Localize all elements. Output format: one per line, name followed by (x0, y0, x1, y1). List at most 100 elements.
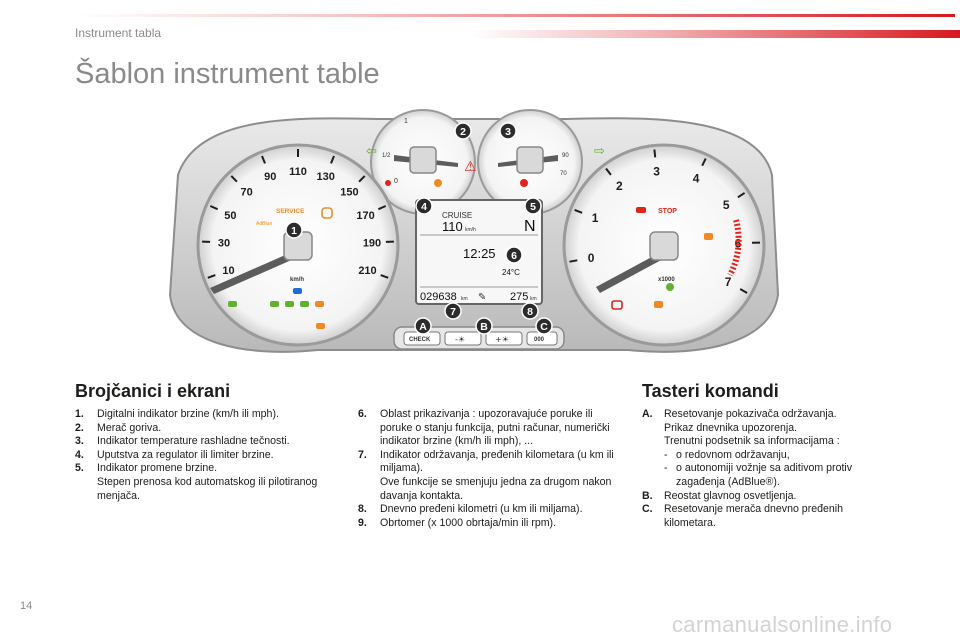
list-item: 7.Indikator održavanja, pređenih kilomet… (358, 448, 614, 502)
tacho-tick-label-tick (653, 149, 657, 158)
speed-tick-label-tick (209, 205, 219, 211)
speed-tick-label-tick (330, 155, 335, 164)
tacho-tick-label-tick (569, 259, 578, 263)
callout-label-7: 7 (450, 306, 456, 318)
speed-tick-label-90: 90 (264, 171, 276, 183)
display-odometer-unit: km (461, 296, 468, 302)
tacho-tick-label-tick (701, 158, 707, 167)
wrench-icon: ✎ (478, 292, 486, 303)
orange-indicator-1 (315, 301, 324, 307)
tacho-tick-label-4: 4 (693, 172, 700, 186)
display-trip-unit: km (530, 296, 537, 302)
callout-circle-8 (521, 302, 539, 320)
display-time: 12:25 (463, 246, 496, 261)
callout-label-4: 4 (421, 201, 427, 213)
display-cruise-label: CRUISE (442, 211, 472, 220)
callout-circle-5 (524, 197, 542, 215)
temp-label-90: 90 (562, 153, 569, 159)
display-temperature: 24°C (502, 268, 520, 277)
list-item: 6.Oblast prikazivanja : upozoravajuće po… (358, 408, 610, 448)
fuel-label-empty: 0 (394, 178, 398, 185)
tacho-tick-label-1: 1 (592, 211, 599, 225)
speed-tick-label-70: 70 (240, 187, 252, 199)
page-title: Šablon instrument table (75, 58, 380, 90)
adblue-label: AdBlue (256, 221, 272, 227)
gauges-list: 1.Digitalni indikator brzine (km/h ili m… (75, 408, 337, 503)
oil-warning-icon (636, 207, 646, 213)
speed-tick-label-170: 170 (356, 210, 374, 222)
page-number: 14 (20, 600, 33, 612)
tyre-pressure-icon (321, 207, 333, 219)
tacho-tick-label-tick (739, 288, 748, 294)
tacho-tick-label-3: 3 (653, 165, 660, 179)
display-speed-unit: km/h (465, 227, 476, 233)
speed-tick-label-110: 110 (289, 166, 307, 178)
green-tacho-icon (666, 283, 674, 291)
callout-circle-A (414, 317, 432, 335)
speed-tick-label-tick (261, 155, 266, 164)
dimmer-plus-label: +☀ (495, 335, 509, 344)
speed-tick-label-210: 210 (358, 265, 376, 277)
list-item: C.Resetovanje merača dnevno pređenih kil… (642, 503, 844, 529)
tacho-tick-label-2: 2 (616, 179, 623, 193)
callout-circle-3 (499, 122, 517, 140)
speed-tick-label-30: 30 (218, 237, 230, 249)
speed-tick-label-10: 10 (222, 265, 234, 277)
speed-tick-label-tick (380, 274, 389, 279)
list-item: 8.Dnevno pređeni kilometri (u km ili mil… (358, 503, 583, 516)
tachometer-unit: x1000 (658, 277, 675, 283)
callout-label-2: 2 (460, 126, 466, 138)
display-trip: 275 (510, 291, 528, 303)
section-label: Instrument tabla (75, 26, 162, 40)
service-label: SERVICE (276, 208, 305, 215)
tachometer-red-zone (727, 219, 742, 277)
tacho-tick-label-5: 5 (723, 198, 730, 212)
callout-label-5: 5 (530, 201, 536, 213)
blue-indicator (293, 288, 302, 294)
dimmer-plus-button (485, 331, 523, 346)
speed-tick-label-130: 130 (317, 171, 335, 183)
section-heading-gauges: Brojčanici i ekrani (75, 381, 231, 401)
list-item: 9.Obrtomer (x 1000 obrtaja/min ili rpm). (358, 516, 557, 529)
orange-tacho-icon-2 (704, 233, 713, 240)
dimmer-minus-button (444, 331, 482, 346)
callout-circle-4 (415, 197, 433, 215)
orange-indicator-2 (316, 323, 325, 329)
tacho-tick-label-tick (605, 167, 612, 176)
callout-circle-2 (454, 122, 472, 140)
trip-reset-label: 000 (534, 337, 545, 343)
speed-tick-label-tick (358, 175, 366, 183)
controls-list: A. Resetovanje pokazivača održavanja. Pr… (642, 408, 887, 530)
list-item: A. Resetovanje pokazivača održavanja. Pr… (642, 408, 853, 488)
speed-tick-label-tick (207, 274, 216, 279)
callout-label-C: C (540, 321, 548, 333)
green-indicator-2 (285, 301, 294, 307)
fuel-label-full: 1 (404, 118, 408, 125)
display-gear: N (524, 218, 536, 235)
fuel-orange-icon (434, 179, 442, 187)
speed-tick-label-tick (377, 205, 387, 211)
seatbelt-warning-icon: ⚠ (464, 159, 477, 175)
list-item: 2.Merač goriva. (75, 421, 162, 434)
callout-circle-6 (505, 246, 523, 264)
left-turn-signal-icon: ⇦ (366, 144, 377, 159)
display-speed-value: 110 (442, 219, 463, 234)
list-item: 1.Digitalni indikator brzine (km/h ili m… (75, 408, 279, 420)
display-list: 6.Oblast prikazivanja : upozoravajuće po… (358, 408, 623, 530)
callout-label-A: A (419, 321, 427, 333)
orange-tacho-icon-1 (654, 301, 663, 308)
tacho-tick-label-7: 7 (725, 275, 732, 289)
callout-label-8: 8 (527, 306, 533, 318)
callout-circle-1 (285, 221, 303, 239)
right-turn-signal-icon: ⇨ (594, 144, 605, 159)
check-button-label: CHECK (409, 337, 431, 343)
green-indicator-4 (228, 301, 237, 307)
coolant-red-icon (520, 179, 528, 187)
temperature-hub (516, 146, 544, 174)
tachometer-hub (649, 231, 679, 261)
green-indicator-1 (270, 301, 279, 307)
display-odometer: 029638 (420, 291, 457, 303)
